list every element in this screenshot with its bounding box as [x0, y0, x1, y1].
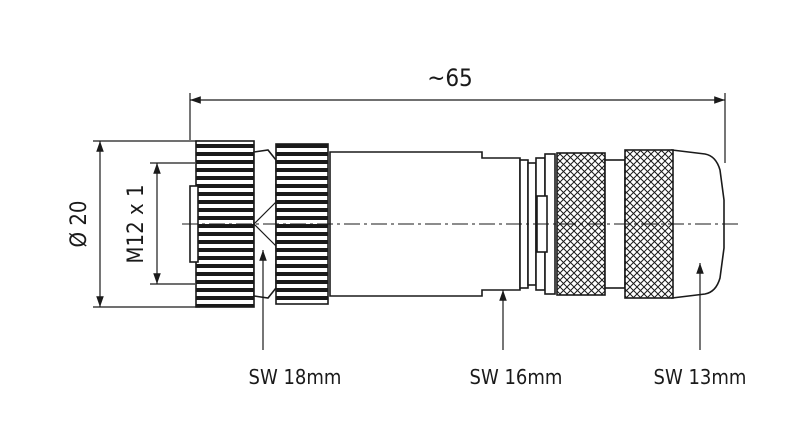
thread-label: M12 x 1 — [124, 184, 149, 263]
diameter-dimension: Ø 20 — [67, 140, 200, 308]
wrench-size-callouts: SW 18mm SW 16mm SW 13mm — [249, 250, 747, 389]
wrench-size-label: SW 16mm — [470, 365, 563, 389]
wrench-size-label: SW 13mm — [654, 365, 747, 389]
wrench-size-label: SW 18mm — [249, 365, 342, 389]
diameter-label: Ø 20 — [67, 200, 92, 247]
thread-dimension: M12 x 1 — [124, 162, 195, 285]
overall-length-dimension: ~65 — [189, 64, 726, 163]
overall-length-label: ~65 — [427, 64, 473, 92]
